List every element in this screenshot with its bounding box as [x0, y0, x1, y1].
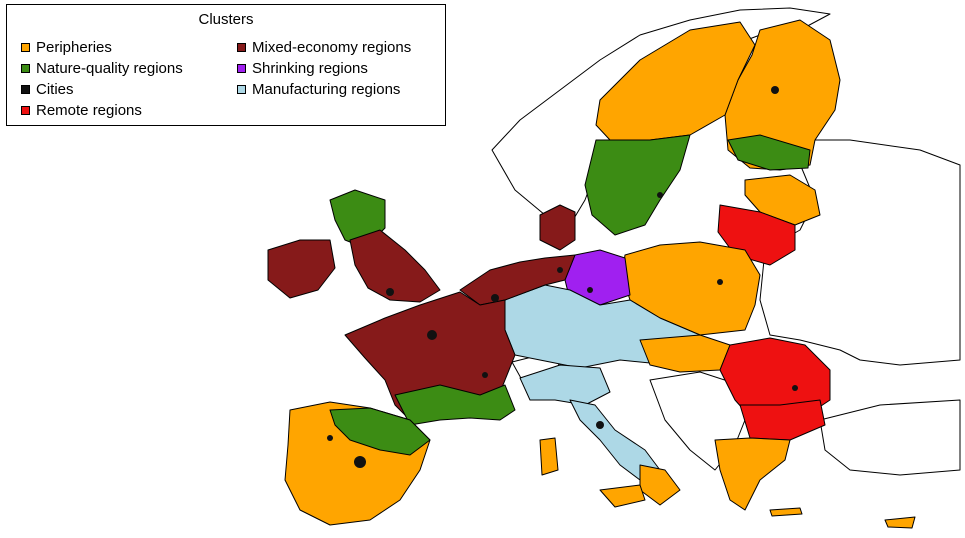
legend-label: Manufacturing regions: [252, 81, 401, 98]
legend-title: Clusters: [198, 11, 254, 28]
region-hungary: [639, 334, 731, 373]
legend-swatch-mixed-economy: [237, 43, 246, 52]
region-spain-north: [329, 407, 431, 456]
region-greece: [714, 437, 791, 511]
region-estonia: [744, 174, 821, 226]
legend-label: Shrinking regions: [252, 60, 368, 77]
legend-swatch-nature-quality: [21, 64, 30, 73]
region-finland-south: [727, 134, 811, 171]
region-sardinia: [539, 437, 559, 476]
region-england: [349, 229, 441, 303]
region-bulgaria: [739, 399, 826, 441]
region-france: [344, 291, 516, 421]
region-crete: [769, 507, 803, 517]
region-ireland: [267, 239, 336, 299]
legend-swatch-manufacturing: [237, 85, 246, 94]
region-sicily: [599, 484, 646, 508]
legend-label: Mixed-economy regions: [252, 39, 412, 56]
region-north-italy: [519, 364, 611, 406]
region-sweden-north: [595, 21, 756, 141]
region-east-germany: [564, 249, 631, 306]
city-spots: [327, 86, 798, 468]
region-sweden-south: [584, 134, 691, 236]
legend-swatch-cities: [21, 85, 30, 94]
legend-label: Peripheries: [36, 39, 112, 56]
legend: Clusters Peripheries Nature-quality regi…: [6, 4, 446, 126]
region-turkey: [819, 399, 961, 476]
legend-swatch-shrinking: [237, 64, 246, 73]
region-denmark: [539, 204, 576, 251]
legend-label: Remote regions: [36, 102, 142, 119]
region-france-south: [394, 384, 516, 426]
region-cyprus: [884, 516, 916, 529]
legend-swatch-remote: [21, 106, 30, 115]
legend-label: Cities: [36, 81, 74, 98]
legend-label: Nature-quality regions: [36, 60, 183, 77]
legend-swatch-peripheries: [21, 43, 30, 52]
region-south-italy: [639, 464, 681, 506]
